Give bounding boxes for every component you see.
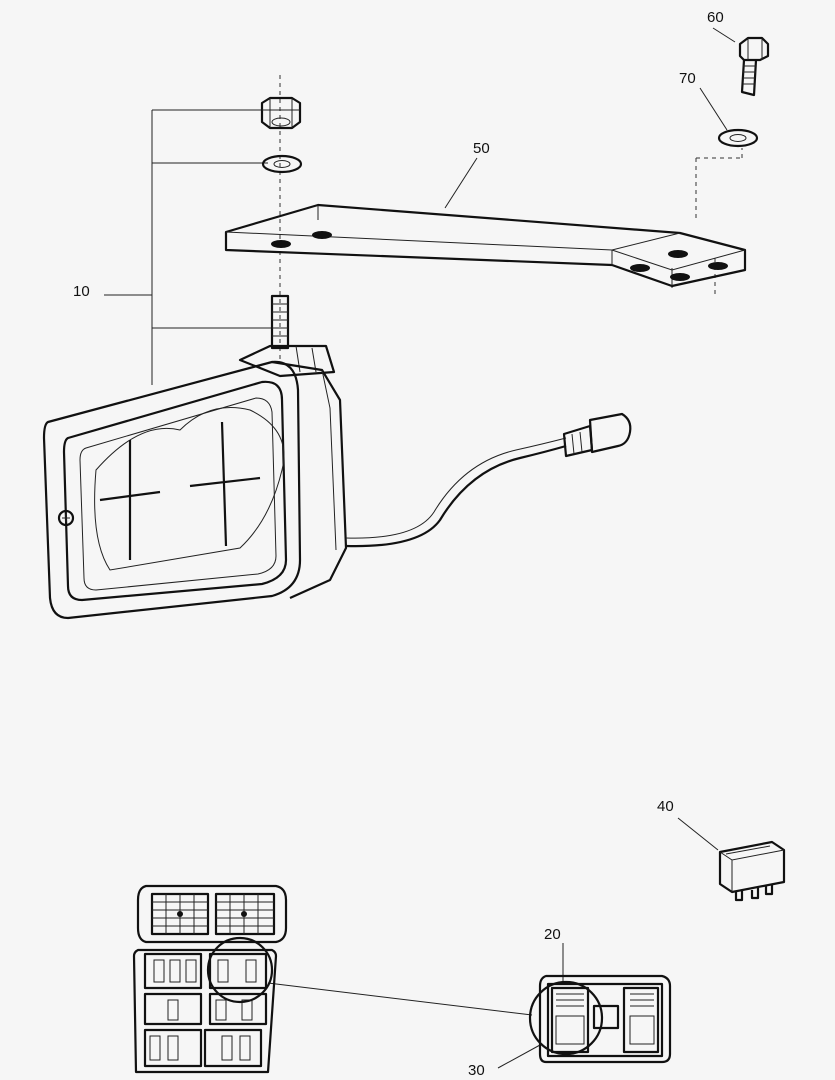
- callout-30: 30: [468, 1062, 485, 1079]
- callout-60: 60: [707, 9, 724, 26]
- callout-10: 10: [73, 283, 90, 300]
- callout-50: 50: [473, 140, 490, 157]
- work-lamp: [42, 294, 632, 620]
- rocker-switch-detail: [528, 974, 672, 1064]
- bolt-part: [738, 36, 770, 97]
- washer-70-part: [717, 128, 759, 148]
- callout-20: 20: [544, 926, 561, 943]
- relay-part: [718, 840, 786, 902]
- callout-70: 70: [679, 70, 696, 87]
- nut-part: [260, 96, 302, 130]
- assembly-axes: [279, 75, 743, 360]
- callout-40: 40: [657, 798, 674, 815]
- callout-labels: 10 20 30 40 50 60 70: [73, 9, 724, 1079]
- washer-part: [261, 154, 303, 174]
- bracket-plate: [224, 203, 747, 288]
- switch-panel: [132, 884, 288, 1074]
- leader-lines: [104, 27, 736, 1069]
